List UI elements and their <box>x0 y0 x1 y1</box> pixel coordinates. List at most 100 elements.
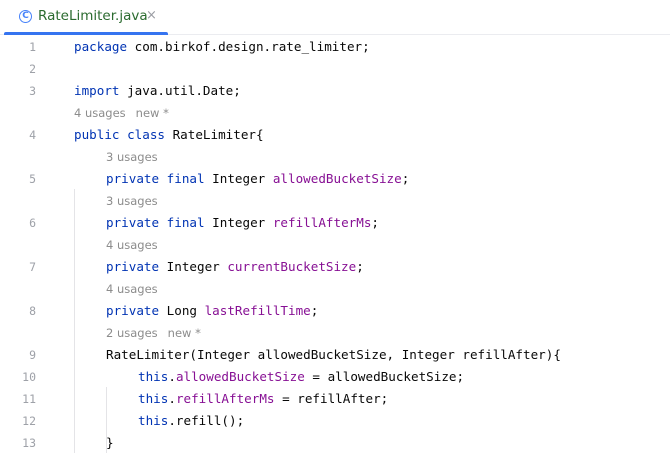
code-token: ; <box>310 303 319 318</box>
code-token: (Integer allowedBucketSize, Integer refi… <box>189 347 561 362</box>
author-hint[interactable]: new * <box>135 106 169 120</box>
code-text[interactable]: private final Integer refillAfterMs; <box>106 214 379 232</box>
usages-hint[interactable]: 4 usages <box>106 237 158 253</box>
line-number[interactable]: 2 <box>29 62 36 76</box>
code-token: ; <box>401 171 410 186</box>
code-text[interactable]: package com.birkof.design.rate_limiter; <box>74 38 370 56</box>
code-text[interactable]: this.allowedBucketSize = allowedBucketSi… <box>138 368 464 386</box>
keyword-token: private <box>106 303 160 318</box>
usages-hint[interactable]: 3 usages <box>106 149 158 165</box>
active-tab-indicator <box>4 32 168 35</box>
line-number[interactable]: 12 <box>22 414 36 428</box>
line-number[interactable]: 10 <box>22 370 36 384</box>
close-icon[interactable]: × <box>146 8 157 23</box>
field-token: lastRefillTime <box>204 303 311 318</box>
code-token: RateLimiter <box>106 347 190 362</box>
code-line: 4 public class RateLimiter{ <box>0 124 670 146</box>
code-text[interactable]: this.refillAfterMs = refillAfter; <box>138 390 388 408</box>
code-token: .refill(); <box>168 413 245 428</box>
usages-count[interactable]: 4 usages <box>106 238 158 252</box>
usages-hint[interactable]: 2 usages new * <box>106 325 201 341</box>
indent-guide <box>74 189 75 453</box>
code-text[interactable]: RateLimiter(Integer allowedBucketSize, I… <box>106 346 561 364</box>
inlay-hint-row: 3 usages <box>0 146 670 168</box>
code-text[interactable]: import java.util.Date; <box>74 82 241 100</box>
line-number[interactable]: 1 <box>29 40 36 54</box>
code-line: 8 private Long lastRefillTime; <box>0 300 670 322</box>
code-line: 11 this.refillAfterMs = refillAfter; <box>0 388 670 410</box>
code-line: 12 this.refill(); <box>0 410 670 432</box>
field-token: currentBucketSize <box>227 259 357 274</box>
line-number[interactable]: 11 <box>22 392 36 406</box>
code-token: Integer <box>204 171 273 186</box>
code-line: 9 RateLimiter(Integer allowedBucketSize, … <box>0 344 670 366</box>
usages-count[interactable]: 4 usages <box>74 106 126 120</box>
inlay-hint-row: 4 usages new * <box>0 102 670 124</box>
line-number[interactable]: 13 <box>22 436 36 450</box>
code-token: Long <box>159 303 205 318</box>
tab-label: RateLimiter.java <box>38 8 148 24</box>
keyword-token: private <box>106 259 160 274</box>
field-token: allowedBucketSize <box>272 171 402 186</box>
code-token: . <box>168 369 176 384</box>
keyword-token: public class <box>74 127 165 142</box>
keyword-token: package <box>74 39 128 54</box>
code-text[interactable]: this.refill(); <box>138 412 244 430</box>
code-token: ; <box>371 215 379 230</box>
code-token: } <box>106 435 114 450</box>
code-line: 7 private Integer currentBucketSize; <box>0 256 670 278</box>
indent-guide <box>106 387 107 453</box>
code-line: 3 import java.util.Date; <box>0 80 670 102</box>
code-text[interactable]: } <box>106 434 114 452</box>
code-text[interactable]: public class RateLimiter{ <box>74 126 264 144</box>
code-text[interactable]: private final Integer allowedBucketSize; <box>106 170 409 188</box>
code-line: 1 package com.birkof.design.rate_limiter; <box>0 36 670 58</box>
inlay-hint-row: 2 usages new * <box>0 322 670 344</box>
code-line: 6 private final Integer refillAfterMs; <box>0 212 670 234</box>
inlay-hint-row: 4 usages <box>0 278 670 300</box>
keyword-token: this <box>138 391 169 406</box>
code-editor[interactable]: 1 package com.birkof.design.rate_limiter;… <box>0 35 670 453</box>
code-text[interactable]: private Integer currentBucketSize; <box>106 258 364 276</box>
usages-count[interactable]: 2 usages <box>106 326 158 340</box>
keyword-token: this <box>138 413 169 428</box>
code-token: Integer <box>204 215 273 230</box>
field-token: refillAfterMs <box>175 391 275 406</box>
code-token: = refillAfter; <box>274 391 389 406</box>
line-number[interactable]: 7 <box>29 260 36 274</box>
code-token: Integer <box>159 259 228 274</box>
usages-hint[interactable]: 4 usages new * <box>74 105 169 121</box>
code-token: ; <box>356 259 364 274</box>
inlay-hint-row: 3 usages <box>0 190 670 212</box>
line-number[interactable]: 5 <box>29 172 36 186</box>
code-text[interactable]: private Long lastRefillTime; <box>106 302 318 320</box>
usages-hint[interactable]: 4 usages <box>106 281 158 297</box>
line-number[interactable]: 4 <box>29 128 36 142</box>
line-number[interactable]: 3 <box>29 84 36 98</box>
code-line: 10 this.allowedBucketSize = allowedBucket… <box>0 366 670 388</box>
line-number[interactable]: 9 <box>29 348 36 362</box>
code-token: . <box>168 391 176 406</box>
editor-tab-bar: C RateLimiter.java × <box>0 0 670 35</box>
usages-hint[interactable]: 3 usages <box>106 193 158 209</box>
author-hint[interactable]: new * <box>167 326 201 340</box>
tab-ratelimiter-java[interactable]: C RateLimiter.java × <box>0 0 168 35</box>
java-class-icon: C <box>19 10 32 23</box>
field-token: refillAfterMs <box>272 215 372 230</box>
code-line: 2 <box>0 58 670 80</box>
usages-count[interactable]: 3 usages <box>106 194 158 208</box>
inlay-hint-row: 4 usages <box>0 234 670 256</box>
keyword-token: import <box>74 83 120 98</box>
code-token: = allowedBucketSize; <box>304 369 465 384</box>
code-token: RateLimiter{ <box>165 127 264 142</box>
code-token: java.util.Date; <box>119 83 241 98</box>
keyword-token: private final <box>106 171 205 186</box>
code-token: com.birkof.design.rate_limiter; <box>127 39 370 54</box>
keyword-token: private final <box>106 215 205 230</box>
line-number[interactable]: 8 <box>29 304 36 318</box>
field-token: allowedBucketSize <box>175 369 305 384</box>
usages-count[interactable]: 4 usages <box>106 282 158 296</box>
keyword-token: this <box>138 369 169 384</box>
usages-count[interactable]: 3 usages <box>106 150 158 164</box>
line-number[interactable]: 6 <box>29 216 36 230</box>
